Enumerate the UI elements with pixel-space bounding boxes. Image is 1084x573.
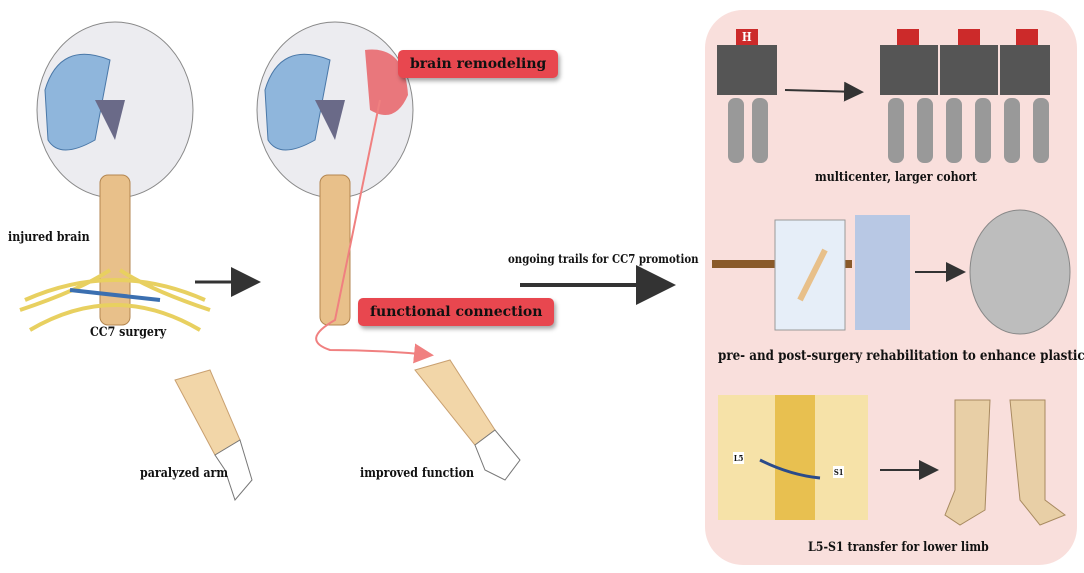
people-icons	[728, 98, 1049, 163]
remodeled-brain-illustration	[256, 21, 434, 364]
l5-label: L5	[733, 452, 745, 464]
paralyzed-arm-label: paralyzed arm	[140, 466, 229, 481]
functional-connection-tag: functional connection	[358, 298, 555, 326]
hospital-badges	[736, 29, 1038, 45]
s1-label: S1	[833, 466, 845, 478]
rehabilitation-label: pre- and post-surgery rehabilitation to …	[718, 348, 1084, 364]
hospital-icons	[717, 45, 1050, 95]
brain-remodeling-tag: brain remodeling	[398, 50, 559, 78]
rehabilitation-illustration	[712, 209, 1071, 335]
injured-brain-illustration	[19, 21, 211, 332]
paralyzed-arm-illustration	[174, 369, 253, 501]
injured-brain-label: injured brain	[8, 230, 90, 245]
legs-illustration	[944, 399, 1067, 526]
hospital-letter: H	[742, 30, 752, 44]
improved-arm-illustration	[414, 359, 521, 481]
ongoing-trails-label: ongoing trails for CC7 promotion	[508, 252, 699, 266]
improved-function-label: improved function	[360, 466, 475, 481]
cc7-surgery-label: CC7 surgery	[90, 325, 167, 340]
multicenter-label: multicenter, larger cohort	[815, 170, 977, 185]
lower-limb-label: L5-S1 transfer for lower limb	[808, 540, 989, 555]
spine-illustration	[718, 395, 868, 520]
